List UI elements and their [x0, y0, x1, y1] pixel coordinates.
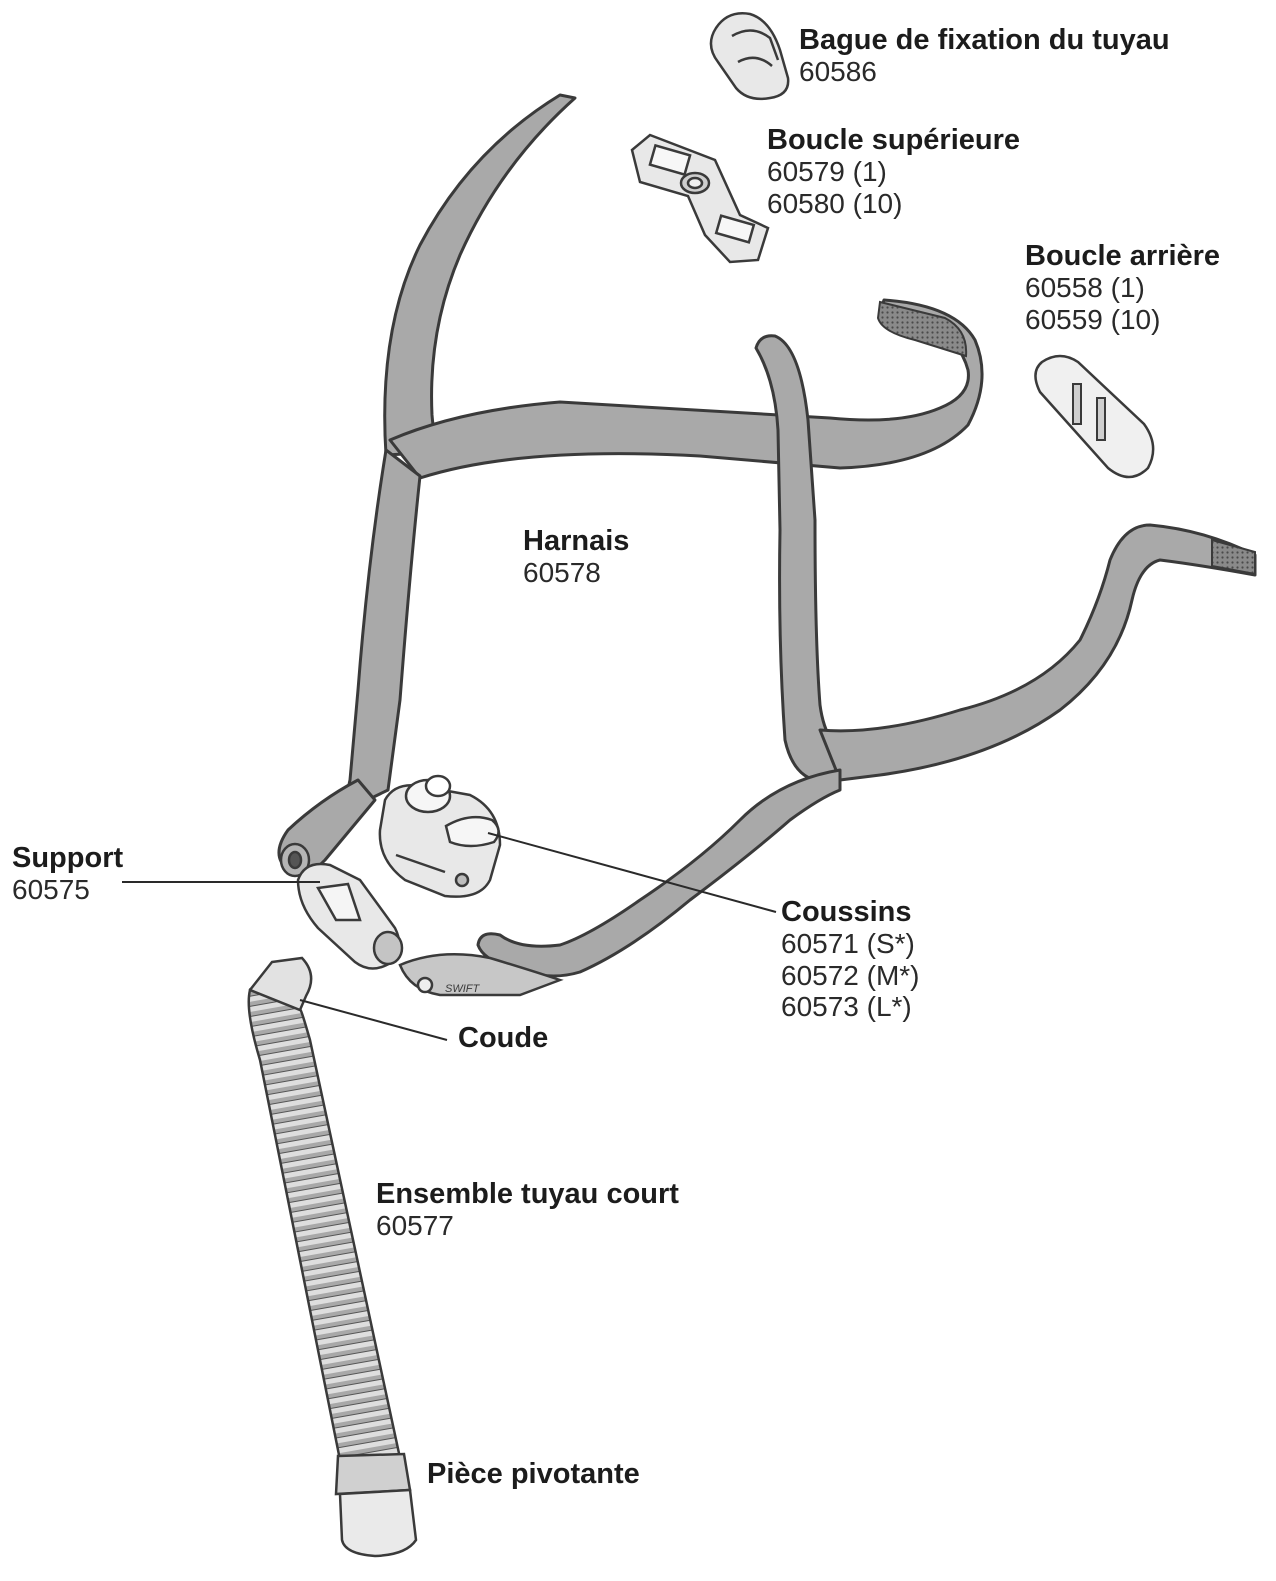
label-back-buckle-name: Boucle arrière — [1025, 240, 1221, 272]
label-hose-clip-code: 60586 — [799, 56, 877, 88]
label-hose-clip: Bague de fixation du tuyau 60586 — [799, 24, 1170, 88]
label-headgear-code: 60578 — [523, 557, 601, 589]
label-hose-clip-name: Bague de fixation du tuyau — [799, 24, 1170, 56]
label-hose-assembly-code: 60577 — [376, 1210, 454, 1242]
swivel-part — [334, 1452, 418, 1558]
label-top-buckle-name: Boucle supérieure — [767, 124, 1021, 156]
leader-coussins — [487, 832, 777, 913]
label-swivel-name: Pièce pivotante — [427, 1458, 640, 1490]
headgear-part — [277, 93, 1257, 978]
label-cushions-code-l: 60573 (L*) — [781, 991, 912, 1023]
embossed-logo-text: SWIFT — [445, 983, 480, 995]
back-buckle-part — [1034, 354, 1155, 479]
label-elbow-name: Coude — [458, 1022, 549, 1054]
label-support-name: Support — [12, 842, 124, 874]
label-hose-assembly: Ensemble tuyau court 60577 — [376, 1178, 679, 1242]
label-support: Support 60575 — [12, 842, 123, 906]
label-back-buckle: Boucle arrière 60558 (1) 60559 (10) — [1025, 240, 1220, 335]
label-top-buckle-code-1: 60579 (1) — [767, 156, 887, 188]
label-back-buckle-code-1: 60558 (1) — [1025, 272, 1145, 304]
leader-coude — [299, 999, 448, 1041]
label-top-buckle-code-2: 60580 (10) — [767, 187, 903, 219]
label-cushions-name: Coussins — [781, 896, 912, 928]
elbow-connector-part — [296, 862, 404, 970]
label-cushions-code-s: 60571 (S*) — [781, 928, 915, 960]
strap-grip-right — [1211, 538, 1256, 576]
label-headgear: Harnais 60578 — [523, 525, 629, 589]
label-support-code: 60575 — [12, 874, 90, 906]
label-cushions-code-m: 60572 (M*) — [781, 959, 920, 991]
label-elbow: Coude — [458, 1022, 548, 1054]
top-buckle-part — [630, 133, 770, 264]
leader-lines — [122, 832, 777, 1041]
label-cushions: Coussins 60571 (S*) 60572 (M*) 60573 (L*… — [781, 896, 920, 1023]
nasal-pillows-part — [378, 774, 502, 898]
label-back-buckle-code-2: 60559 (10) — [1025, 303, 1161, 335]
label-headgear-name: Harnais — [523, 525, 630, 557]
label-hose-assembly-name: Ensemble tuyau court — [376, 1178, 679, 1210]
strap-grip-top-right — [876, 300, 968, 358]
frame-support-part: SWIFT — [279, 842, 564, 997]
label-swivel: Pièce pivotante — [427, 1458, 640, 1490]
label-top-buckle: Boucle supérieure 60579 (1) 60580 (10) — [767, 124, 1020, 219]
hose-clip-part — [709, 12, 790, 101]
